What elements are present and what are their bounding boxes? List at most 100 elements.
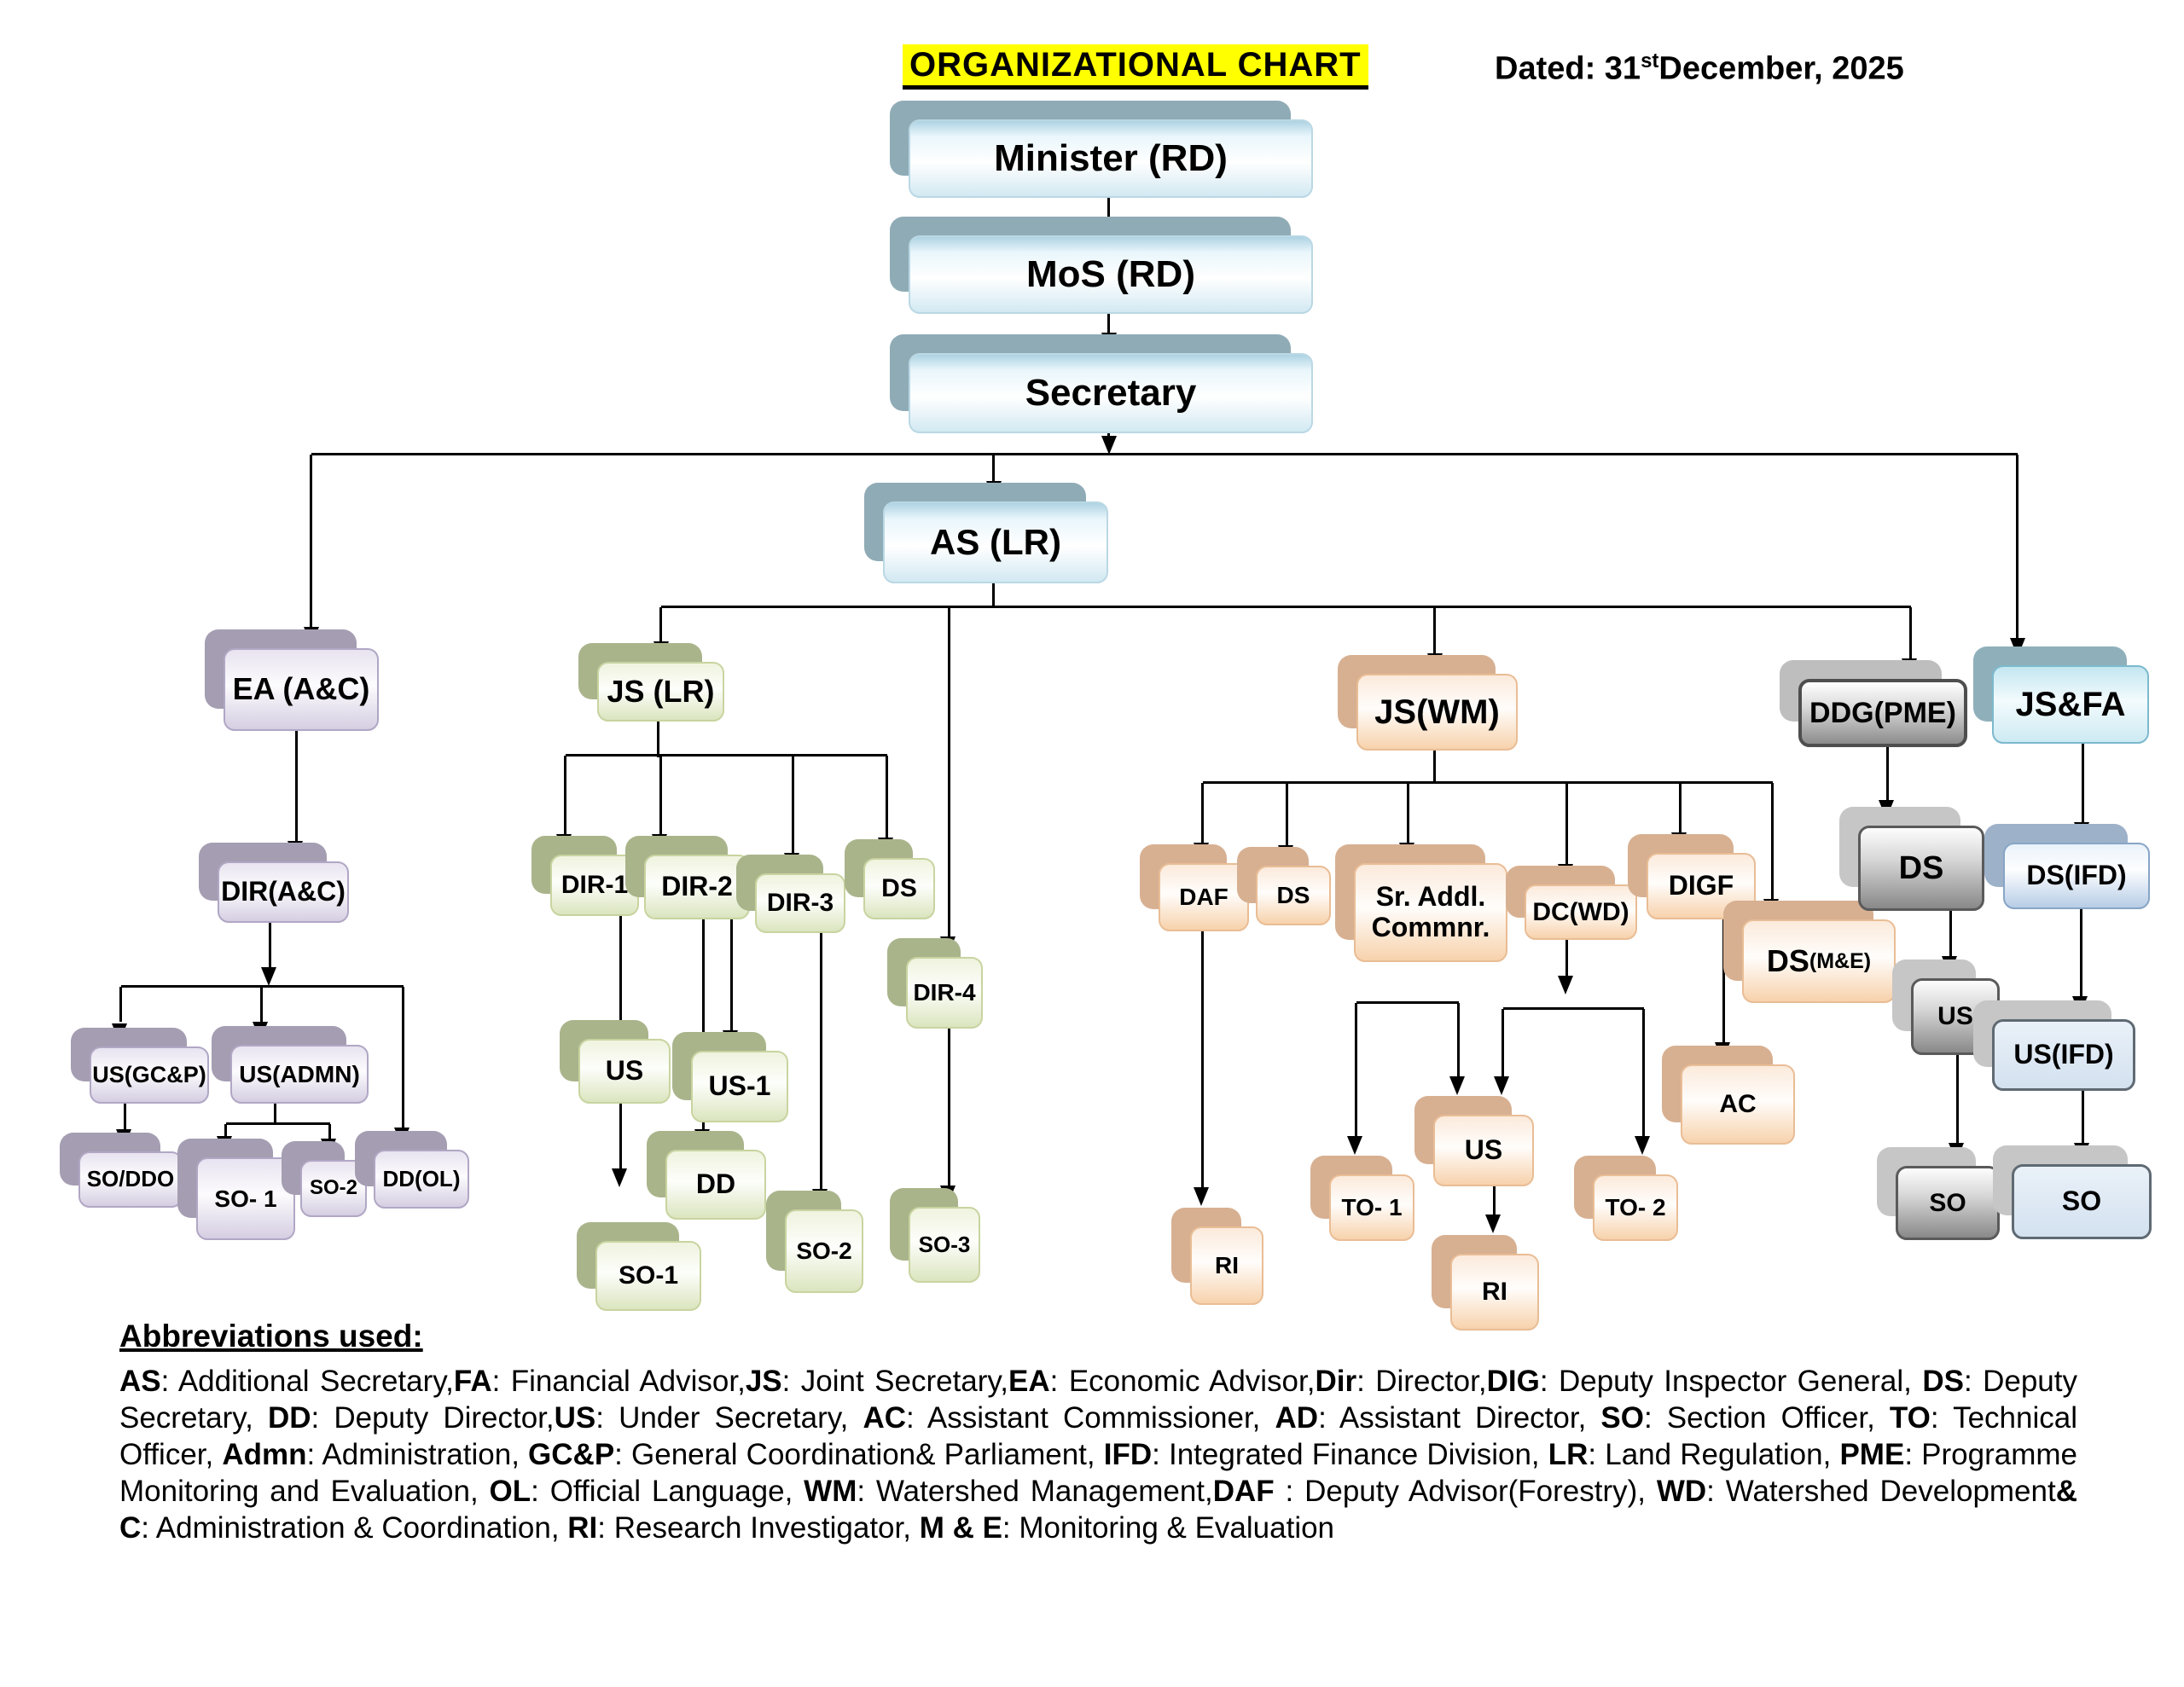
connector <box>1503 1007 1644 1010</box>
dated-label: Dated: 31stDecember, 2025 <box>1495 49 1904 88</box>
connector <box>1771 783 1774 899</box>
connector <box>1407 783 1409 843</box>
node-label: MoS (RD) <box>909 235 1313 314</box>
connector <box>311 453 2018 455</box>
connector <box>269 919 271 967</box>
node-js-fa: JS&FA <box>1973 646 2149 744</box>
arrowhead <box>1485 1215 1501 1233</box>
node-label-main: DS <box>1766 942 1809 978</box>
node-label: US(ADMN) <box>230 1045 369 1104</box>
connector <box>886 756 888 838</box>
connector <box>1565 783 1568 864</box>
node-label: Minister (RD) <box>909 119 1313 198</box>
node-digf: DIGF <box>1628 834 1756 919</box>
node-label: SO-1 <box>595 1241 701 1311</box>
connector <box>1502 1009 1504 1076</box>
node-label: DIR(A&C) <box>218 861 349 923</box>
node-as-lr: AS (LR) <box>864 483 1108 583</box>
node-label: DS <box>863 858 935 919</box>
node-label: JS&FA <box>1992 665 2149 744</box>
connector <box>1956 1051 1959 1143</box>
connector <box>1433 747 1436 783</box>
node-to-1: TO- 1 <box>1310 1156 1414 1241</box>
node-label: TO- 2 <box>1593 1174 1678 1241</box>
node-so-2-green: SO-2 <box>766 1191 863 1293</box>
node-label: DD <box>665 1150 766 1220</box>
connector <box>1886 740 1889 800</box>
node-label: DIGF <box>1647 853 1756 919</box>
node-us-gray: US <box>1892 959 2000 1055</box>
node-label: SO <box>2012 1164 2152 1239</box>
node-label: DS(IFD) <box>2003 843 2150 909</box>
node-minister: Minister (RD) <box>890 101 1313 198</box>
connector <box>659 607 662 641</box>
connector <box>2082 1086 2084 1143</box>
connector <box>1493 1183 1496 1215</box>
connector <box>1201 928 1204 1187</box>
arrowhead <box>1558 976 1573 994</box>
connector <box>1722 916 1725 1042</box>
connector <box>992 455 995 483</box>
connector <box>226 1122 330 1125</box>
node-ds-orange: DS <box>1237 847 1331 925</box>
node-label: DD(OL) <box>374 1150 469 1209</box>
connector <box>274 1101 276 1124</box>
node-label: DAF <box>1159 863 1249 931</box>
node-label: JS (LR) <box>597 662 724 722</box>
connector <box>260 987 263 1022</box>
connector <box>1457 1003 1460 1076</box>
node-label: DS(M&E) <box>1742 919 1896 1003</box>
node-label: US(IFD) <box>1992 1019 2135 1091</box>
node-so-1-purple: SO- 1 <box>177 1139 295 1240</box>
node-ac: AC <box>1662 1046 1795 1145</box>
node-dir-4: DIR-4 <box>887 938 983 1029</box>
connector <box>1286 783 1288 845</box>
connector <box>124 1100 126 1129</box>
node-label: RI <box>1190 1226 1263 1305</box>
node-label: DIR-1 <box>550 855 639 916</box>
node-us-gcp: US(GC&P) <box>71 1028 209 1104</box>
connector <box>992 580 995 608</box>
node-dd-green: DD <box>647 1131 766 1220</box>
node-label: TO- 1 <box>1329 1174 1414 1241</box>
connector <box>948 1025 950 1186</box>
node-dir-2: DIR-2 <box>625 836 750 919</box>
node-ea: EA (A&C) <box>205 629 379 731</box>
node-label: JS(WM) <box>1356 674 1518 751</box>
node-label: SO <box>1896 1166 2000 1240</box>
connector <box>566 754 887 757</box>
node-us-admn: US(ADMN) <box>212 1026 369 1104</box>
node-ds-ifd: DS(IFD) <box>1984 824 2150 909</box>
node-secretary: Secretary <box>890 334 1313 433</box>
arrowhead <box>1347 1136 1362 1155</box>
node-label: AC <box>1681 1064 1795 1145</box>
node-so-3: SO-3 <box>890 1188 980 1283</box>
connector <box>2082 740 2084 824</box>
dated-suffix: December, 2025 <box>1658 50 1904 87</box>
node-dir-1: DIR-1 <box>531 836 639 916</box>
node-label: US <box>578 1039 671 1104</box>
connector <box>619 1100 622 1168</box>
abbreviations-paragraph: AS: Additional Secretary,FA: Financial A… <box>119 1365 2077 1545</box>
node-label: DIR-2 <box>644 855 750 919</box>
node-js-lr: JS (LR) <box>578 643 724 722</box>
connector <box>1107 430 1110 440</box>
dated-prefix: Dated: 31 <box>1495 50 1641 87</box>
node-sr-addl-commnr: Sr. Addl. Commnr. <box>1335 844 1507 962</box>
node-ds-green: DS <box>845 839 935 919</box>
connector <box>1642 1009 1645 1136</box>
node-dir-3: DIR-3 <box>736 855 845 933</box>
node-ri-us: RI <box>1432 1235 1539 1330</box>
node-label: SO-2 <box>785 1209 863 1293</box>
node-label: Sr. Addl. Commnr. <box>1354 863 1507 962</box>
connector <box>1355 1003 1357 1136</box>
node-label: RI <box>1450 1254 1539 1330</box>
connector <box>730 916 733 1030</box>
node-label: SO/DDO <box>78 1151 183 1208</box>
node-ds-gray: DS <box>1839 807 1984 911</box>
node-label: DDG(PME) <box>1798 679 1967 747</box>
connector <box>1201 783 1204 843</box>
connector <box>661 606 1911 608</box>
arrowhead <box>1494 1076 1509 1095</box>
